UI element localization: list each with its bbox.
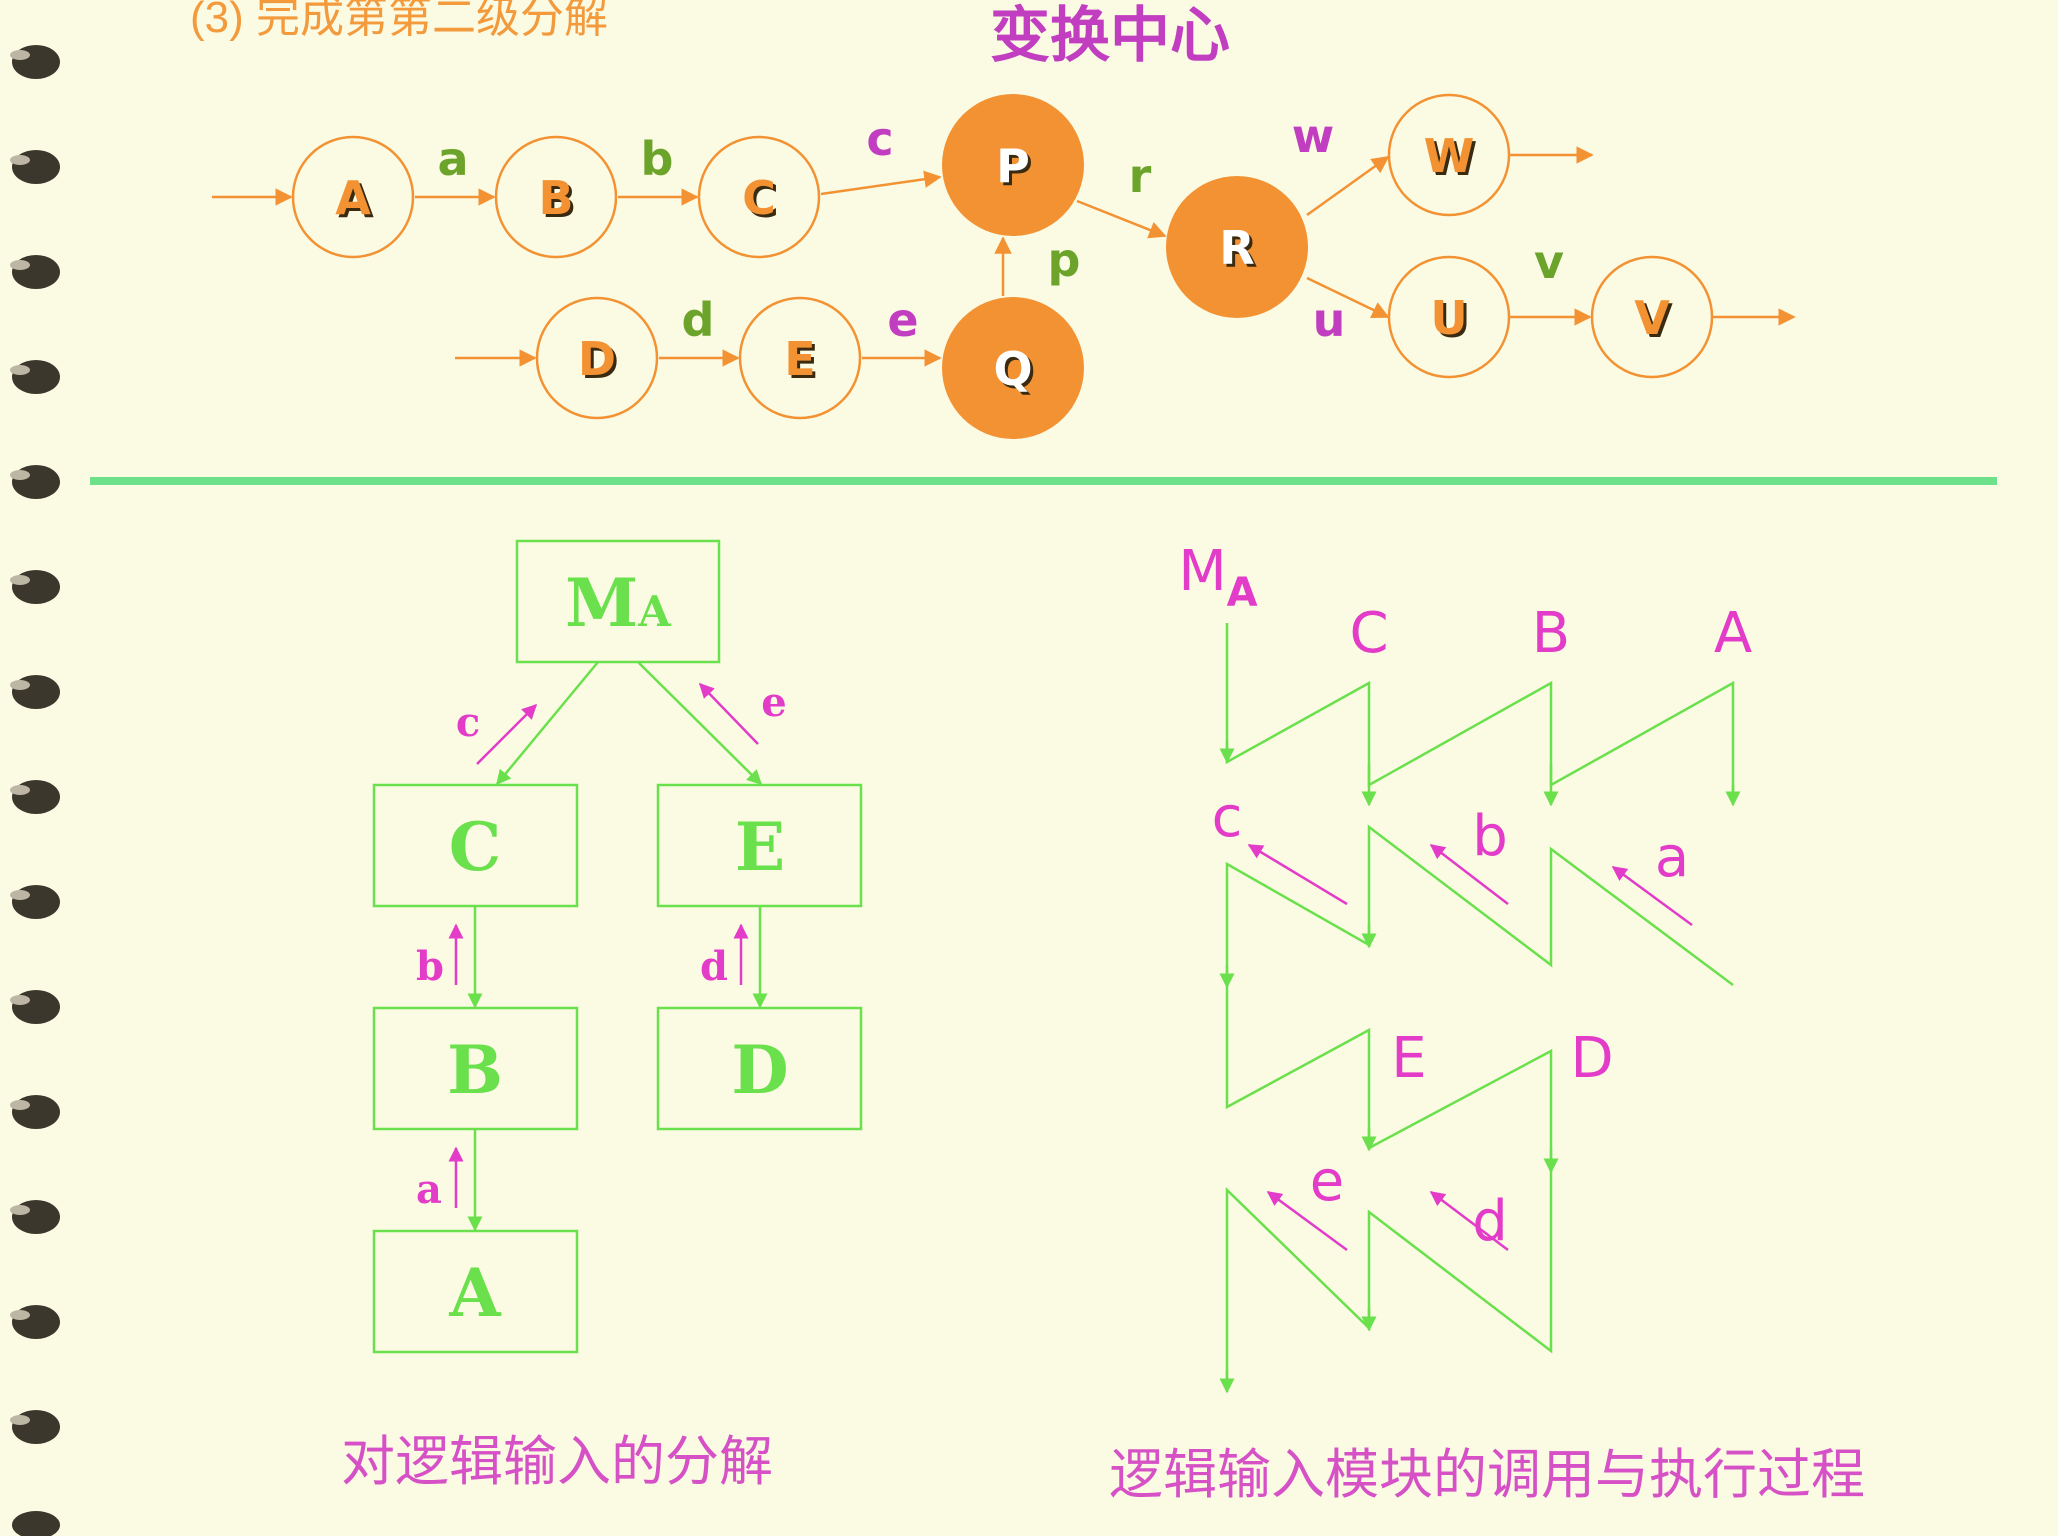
flow-edge-w-label: w [1292, 109, 1335, 163]
tree-call-a: a [416, 1166, 442, 1213]
seq-top-label-3: A [1714, 601, 1752, 666]
flow-node-p-label: P [996, 139, 1030, 193]
tree-call-e: e [761, 679, 786, 726]
seq-path-bottom [1225, 985, 1553, 1170]
seq-return-arrow-b [1429, 844, 1509, 905]
tree-link-ma-c [496, 661, 599, 786]
tree-box-ma [515, 539, 721, 664]
tree-box-ma-label: MA [565, 564, 672, 642]
flow-node-q-label: Q [993, 342, 1032, 396]
seq-return-label-3: a [1655, 825, 1689, 890]
flow-edge-e-label: e [887, 293, 918, 347]
flow-edge-v-label: v [1534, 235, 1564, 289]
seq-path-return-bottom [1225, 1170, 1553, 1390]
flow-edge-p-label: p [1048, 233, 1081, 287]
tree-call-c: c [456, 699, 480, 746]
flow-node-a-label: A [335, 171, 371, 225]
transform-center-label: 变换中心 [990, 1, 1230, 71]
seq-top-label-2: B [1532, 601, 1570, 666]
tree-return-arrow-e [698, 682, 759, 745]
tree-box-a-label: A [448, 1254, 501, 1332]
flow-node-a-shadow: A [338, 174, 374, 228]
flow-edge-b-label: b [641, 132, 674, 186]
flow-node-e-label: E [784, 332, 815, 386]
seq-start-label: MA [1178, 539, 1257, 616]
flow-node-r-label: R [1219, 221, 1254, 275]
flow-node-w-shadow: W [1427, 132, 1478, 186]
flow-node-b-shadow: B [541, 174, 576, 228]
tree-box-c-label: C [449, 808, 502, 886]
data-flow-graph: A B C D E W U V P Q R A B C D E W U V [212, 93, 1796, 439]
seq-bottom-label-2: D [1570, 1026, 1613, 1091]
flow-node-q [942, 297, 1084, 439]
flow-node-e [738, 296, 862, 420]
flow-node-u [1387, 255, 1511, 379]
flow-node-r [1166, 176, 1308, 318]
flow-node-d [535, 296, 659, 420]
flow-node-c-label: C [742, 171, 776, 225]
seq-return-arrow-e [1266, 1190, 1348, 1252]
flow-node-c [697, 135, 821, 259]
flow-node-v-shadow: V [1637, 294, 1673, 348]
flow-edge-r-label: r [1129, 149, 1152, 203]
seq-bottom-return-label-1: e [1310, 1149, 1344, 1214]
seq-return-arrow-c [1247, 843, 1348, 906]
flow-node-u-shadow: U [1433, 294, 1470, 348]
seq-bottom-return-label-2: d [1472, 1189, 1508, 1254]
binding-rings [10, 45, 60, 1536]
seq-return-arrow-a [1611, 865, 1693, 927]
flow-node-v [1590, 255, 1714, 379]
decomposition-tree: MA C E B D A c e b d a 对逻辑输入的分解 [341, 539, 863, 1493]
flow-node-p [942, 94, 1084, 236]
tree-call-b: b [416, 943, 444, 990]
flow-node-a [291, 135, 415, 259]
flow-node-u-label: U [1430, 291, 1467, 345]
flow-node-d-label: D [578, 332, 616, 386]
flow-node-v-label: V [1634, 291, 1670, 345]
flow-node-b [494, 135, 618, 259]
flow-node-w-label: W [1424, 129, 1475, 183]
flow-edge-c [820, 170, 942, 196]
flow-node-w [1387, 93, 1511, 217]
seq-bottom-label-1: E [1391, 1026, 1426, 1091]
seq-return-label-1: c [1212, 785, 1243, 850]
flow-edge-a-label: a [437, 132, 468, 186]
tree-link-ma-e [637, 661, 763, 786]
tree-return-arrow-c [476, 703, 538, 765]
flow-edge-w [1306, 155, 1390, 217]
call-sequence-diagram: MA C B A c b a E D e d 逻辑输入模块的调用与执行过程 [1109, 539, 1865, 1506]
tree-box-e-label: E [735, 808, 785, 886]
seq-path-top [1225, 623, 1735, 803]
tree-call-d: d [700, 943, 728, 990]
seq-top-label-1: C [1349, 601, 1388, 666]
flow-node-b-label: B [538, 171, 573, 225]
tree-box-b-label: B [447, 1031, 503, 1109]
flow-edge-c-label: c [866, 112, 893, 166]
tree-box-d-label: D [731, 1031, 788, 1109]
flow-node-c-shadow: C [745, 174, 779, 228]
flow-edge-r [1076, 199, 1167, 239]
flow-node-d-shadow: D [581, 335, 619, 389]
flow-node-e-shadow: E [787, 335, 818, 389]
slide-heading: (3) 完成第第二级分解 [190, 0, 608, 42]
flow-edge-d-label: d [682, 293, 715, 347]
seq-return-arrow-d [1429, 1191, 1509, 1251]
seq-path-return-top [1225, 824, 1734, 987]
flow-node-q-shadow: Q [996, 345, 1035, 399]
flow-edge-u-label: u [1313, 293, 1346, 347]
flow-node-p-shadow: P [999, 142, 1033, 196]
tree-caption: 对逻辑输入的分解 [341, 1430, 773, 1493]
flow-node-r-shadow: R [1222, 224, 1257, 278]
seq-return-label-2: b [1472, 804, 1508, 869]
flow-edge-u [1306, 276, 1390, 319]
sequence-caption: 逻辑输入模块的调用与执行过程 [1109, 1443, 1865, 1506]
